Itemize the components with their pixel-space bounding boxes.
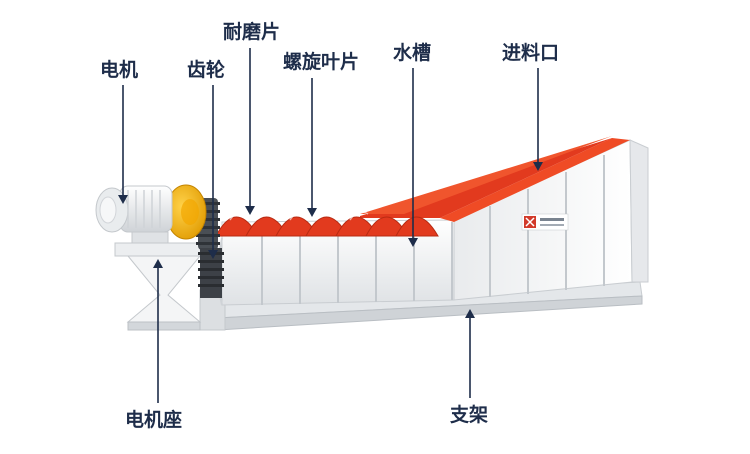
arrow-motor-base-head [153, 259, 163, 268]
arrow-spiral-blade-head [307, 208, 317, 217]
label-motor-base: 电机座 [125, 409, 183, 431]
label-spiral-blade: 螺旋叶片 [283, 51, 360, 73]
label-motor: 电机 [100, 59, 139, 81]
spiral-blades [215, 216, 439, 237]
arrow-wear-plate-head [245, 206, 255, 215]
motor-base [114, 242, 216, 331]
arrow-gear-head [208, 250, 218, 259]
label-water-tank: 水槽 [393, 42, 432, 64]
pointer-arrows [118, 48, 543, 403]
label-gear: 齿轮 [187, 59, 226, 81]
label-support-frame: 支架 [450, 404, 489, 426]
wear-plates [229, 211, 369, 221]
label-wear-plate: 耐磨片 [223, 21, 281, 43]
motor [95, 185, 173, 244]
label-feed-inlet: 进料口 [502, 42, 560, 64]
coupling [165, 184, 207, 240]
tank-ribs [261, 155, 605, 305]
arrow-water-tank-head [408, 238, 418, 247]
arrow-support-frame-head [465, 309, 475, 318]
brand-plate [521, 213, 569, 231]
feed-inlet-cover [360, 136, 630, 222]
arrow-motor-head [118, 195, 128, 204]
arrow-feed-inlet-head [533, 162, 543, 171]
